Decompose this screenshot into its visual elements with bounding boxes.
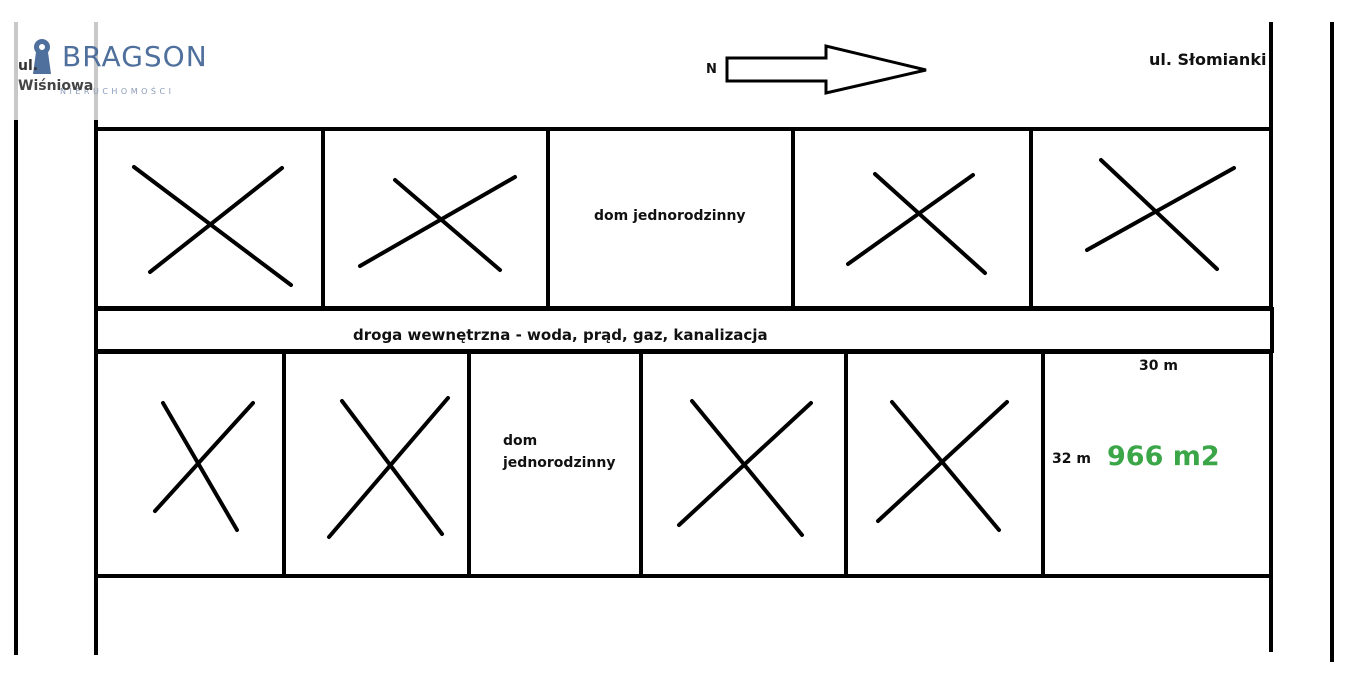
bottom-row-plots [94,350,1273,578]
sold-cross-icon [327,396,450,539]
plot-width-label: 30 m [1139,358,1178,374]
street-lines-faded [14,22,98,120]
street-left-label-line1: ul. [18,58,39,74]
north-label: N [706,62,717,77]
street-left-label-line2: Wiśniowa [18,78,94,94]
sold-cross-icon [846,172,987,275]
sold-cross-icon [132,165,293,287]
plot-depth-label: 32 m [1052,451,1091,467]
internal-road [94,307,1274,353]
arrow-right-icon [725,44,927,95]
street-right-label: ul. Słomianki [1149,50,1267,69]
sold-cross-icon [358,175,517,272]
sold-cross-icon [1085,158,1236,271]
sold-cross-icon [876,400,1009,532]
sold-cross-icon [153,401,255,532]
logo-subtitle: NIERUCHOMOŚCI [60,87,175,96]
road-label: droga wewnętrzna - woda, prąd, gaz, kana… [353,326,768,344]
keyhole-icon [33,39,51,74]
agency-logo: BRAGSON NIERUCHOMOŚCI [30,38,245,98]
sold-plot-marks [132,158,1236,539]
plot-area-label: 966 m2 [1107,441,1220,472]
logo-name: BRAGSON [62,40,208,73]
house-bottom-label: dom jednorodzinny [503,433,616,471]
bottom-row-outline [94,350,1273,578]
sold-cross-icon [677,399,813,537]
house-top-label: dom jednorodzinny [594,208,746,224]
